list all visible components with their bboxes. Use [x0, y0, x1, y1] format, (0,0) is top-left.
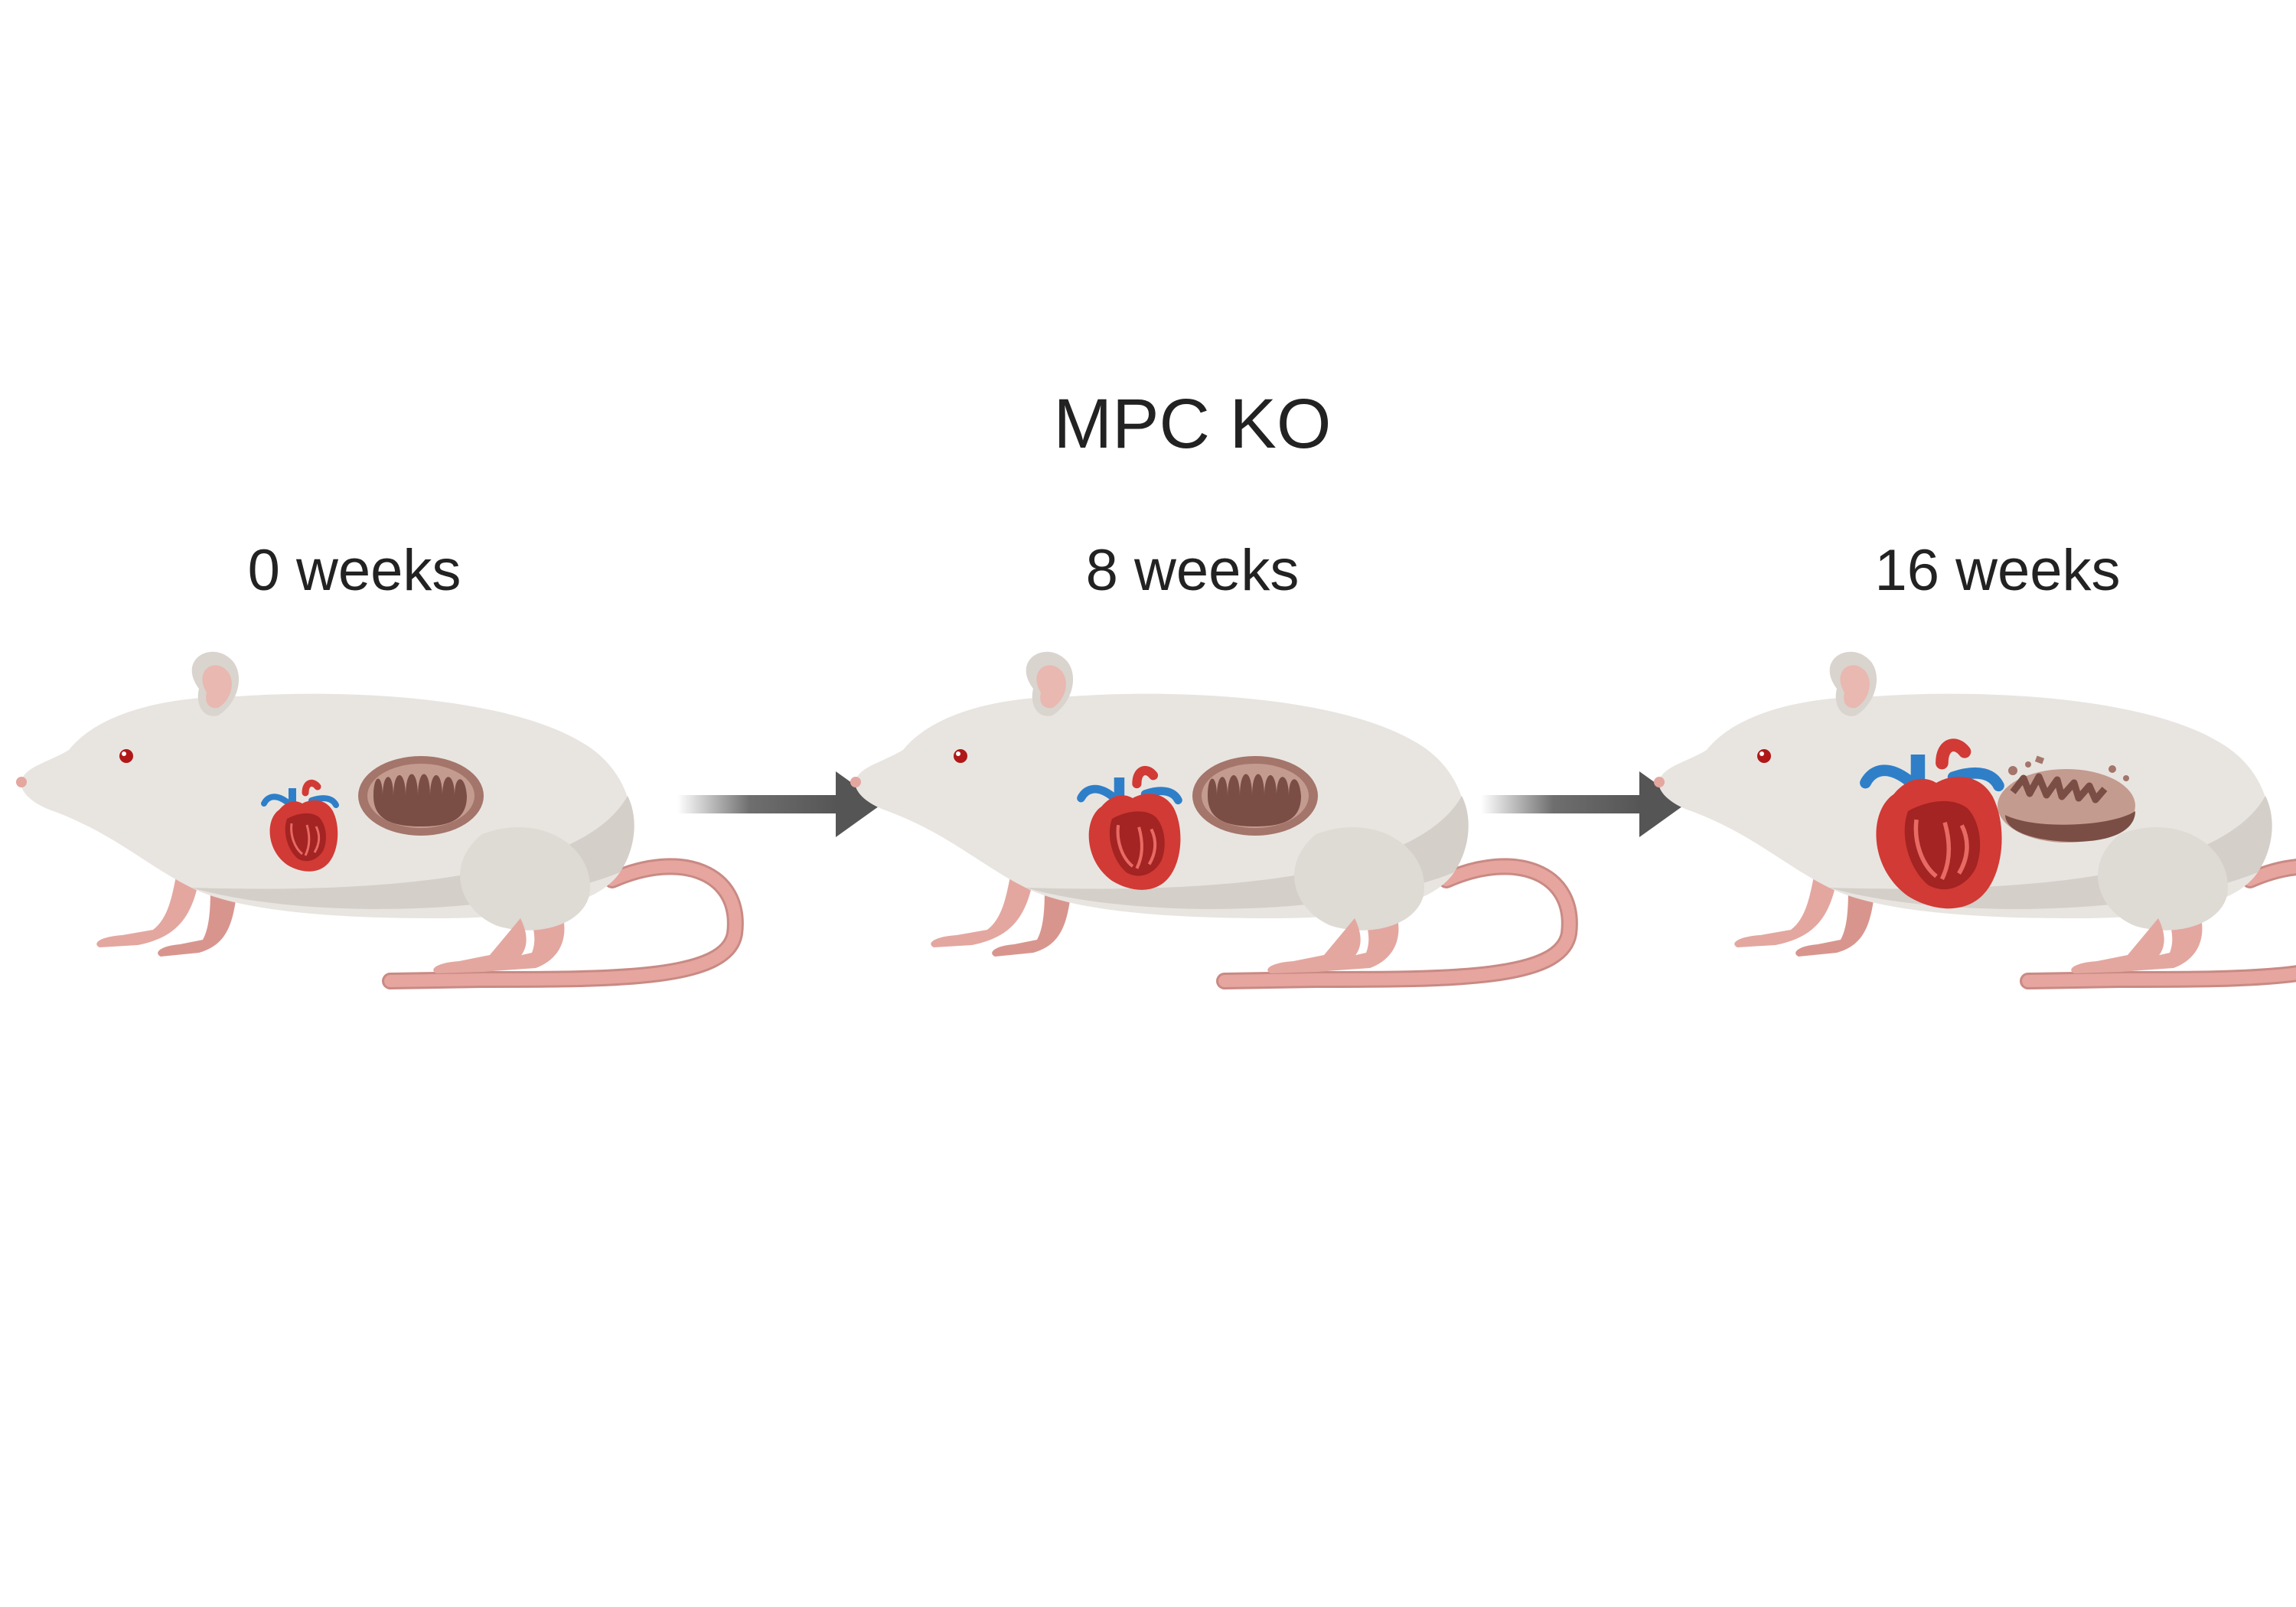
- mouse-stage-8-weeks: [850, 652, 1570, 981]
- progression-arrow-2: [1481, 771, 1685, 837]
- stage-label-16-weeks: 16 weeks: [1874, 538, 2121, 603]
- mouse-stage-0-weeks: [16, 652, 735, 981]
- diagram-title: MPC KO: [1053, 385, 1332, 463]
- stage-label-0-weeks: 0 weeks: [247, 538, 461, 603]
- mitochondrion-stage-0: [358, 756, 484, 836]
- progression-arrow-1: [677, 771, 882, 837]
- mouse-stage-16-weeks: [1654, 652, 2296, 981]
- stage-label-8-weeks: 8 weeks: [1085, 538, 1300, 603]
- mitochondrion-stage-8: [1192, 756, 1318, 836]
